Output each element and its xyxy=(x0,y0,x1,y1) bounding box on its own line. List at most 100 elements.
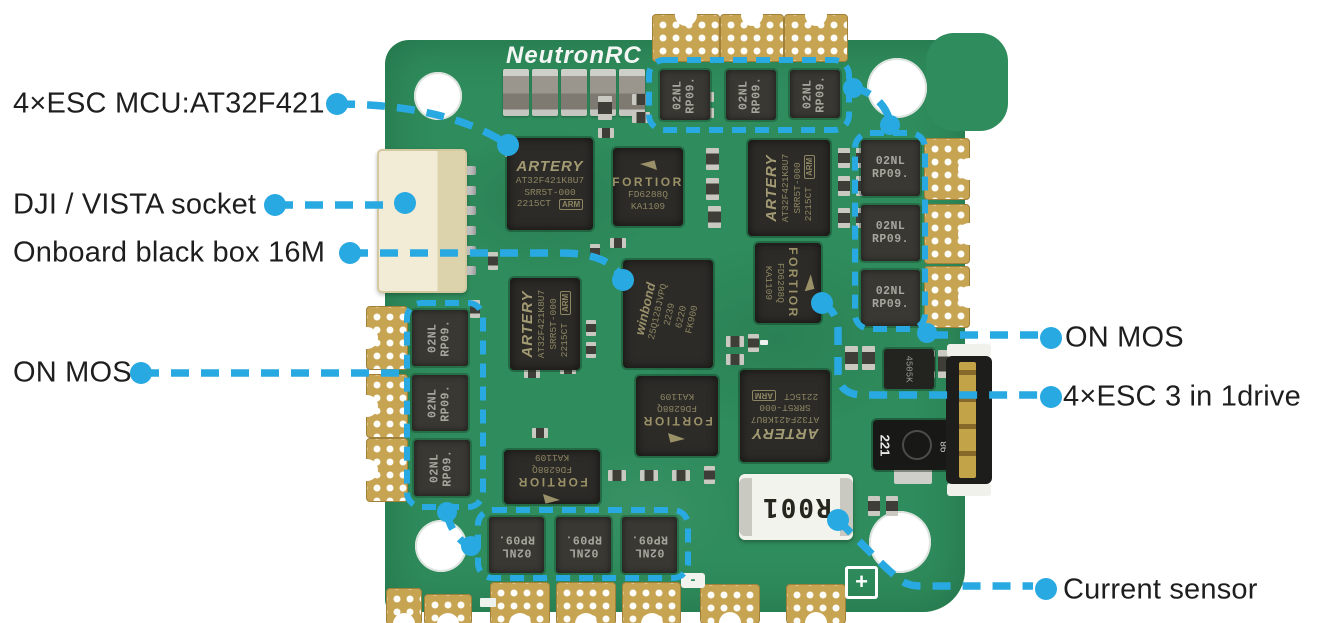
smd-passive xyxy=(704,466,715,484)
mosfet-marking-1: 02NL xyxy=(875,219,906,233)
capacitor xyxy=(619,69,645,116)
pad-notch xyxy=(437,613,459,623)
chip-part-number: FD6288Q xyxy=(532,464,572,476)
smd-passive xyxy=(608,470,626,481)
smd-passive xyxy=(838,176,850,196)
smd-passive xyxy=(706,178,719,200)
smd-passive xyxy=(726,336,744,347)
fortior-logo: FORTIOR xyxy=(516,475,588,490)
smd-passive xyxy=(708,206,721,228)
solder-pad xyxy=(924,138,980,200)
capacitor xyxy=(503,69,529,116)
pcb-corner-ear xyxy=(926,33,1008,131)
smd-passive xyxy=(748,334,759,352)
chip-part-number: FD6288Q xyxy=(775,263,787,303)
capacitor xyxy=(532,69,558,116)
mosfet-marking-2: RP09. xyxy=(871,298,909,311)
pad-notch xyxy=(805,612,827,623)
mounting-hole-top-left xyxy=(414,72,462,120)
pad-notch xyxy=(356,459,378,481)
artery-logo: ARTERY xyxy=(516,157,584,175)
solder-pad xyxy=(490,582,550,623)
mounting-hole-bottom-left xyxy=(415,520,467,572)
solder-pad xyxy=(356,438,408,502)
smd-passive xyxy=(632,94,650,105)
solder-pad xyxy=(424,594,472,623)
connector-tab-bottom xyxy=(947,483,991,496)
smd-passive xyxy=(488,252,498,270)
pad-notch xyxy=(509,613,531,623)
diode-solder-tab xyxy=(894,468,932,484)
mosfet-marking-2: RP09. xyxy=(497,532,535,545)
smd-passive xyxy=(838,208,850,228)
arm-badge: ARM xyxy=(804,154,816,179)
edge-connector xyxy=(946,356,992,484)
chip-date-code: 2215CT xyxy=(784,390,819,402)
capacitor xyxy=(561,69,587,116)
silkscreen-mark xyxy=(480,598,496,607)
smd-passive xyxy=(706,148,719,170)
current-shunt-resistor: R001 xyxy=(739,474,853,540)
dot-on-mos-right-label xyxy=(1040,327,1062,349)
fortior-falcon-icon xyxy=(801,274,816,292)
artery-logo: ARTERY xyxy=(751,425,819,443)
solder-pad xyxy=(386,588,422,623)
chip-date-row: 2215CT ARM xyxy=(751,389,819,402)
pad-notch xyxy=(805,4,827,26)
mosfet-marking-2: RP09. xyxy=(871,168,909,181)
mosfet-marking-2: RP09. xyxy=(871,233,909,246)
label-dji-socket: DJI / VISTA socket xyxy=(13,188,257,221)
dot-dji-label xyxy=(264,194,286,216)
chip-part-number: FD6288Q xyxy=(628,188,668,200)
mosfet-marking-1: 02NL xyxy=(634,545,665,559)
mounting-hole-bottom-right xyxy=(869,511,931,573)
dot-on-mos-left-label xyxy=(130,362,152,384)
mosfet-marking-1: 02NL xyxy=(875,284,906,298)
smd-passive xyxy=(672,470,690,481)
dot-esc-mcu-label xyxy=(326,93,348,115)
arm-badge: ARM xyxy=(559,199,584,211)
regulator-marking: 4505K xyxy=(903,355,914,383)
mosfet-marking-1: 02NL xyxy=(737,80,751,110)
solder-pad xyxy=(924,266,980,328)
chip-part-number: FD6288Q xyxy=(657,403,697,415)
solder-pad xyxy=(786,584,846,623)
chip-lot-code: SRR5T-000 xyxy=(759,402,811,414)
solder-pad xyxy=(652,4,720,62)
mosfet-marking-1: 02NL xyxy=(801,79,815,109)
mosfet-marking-2: RP09. xyxy=(684,76,698,114)
mosfet-marking-1: 02NL xyxy=(875,154,906,168)
mosfet-marking-2: RP09. xyxy=(814,75,828,113)
chip-part-number: AT32F421K8U7 xyxy=(750,414,820,426)
arm-badge: ARM xyxy=(751,389,776,401)
mounting-hole-top-right xyxy=(867,58,927,118)
dot-current-sensor-label xyxy=(1035,578,1057,600)
regulator-chip: 4505K xyxy=(884,349,934,389)
mosfet-marking-1: 02NL xyxy=(428,453,442,483)
solder-pad xyxy=(700,584,760,623)
dji-vista-socket xyxy=(377,149,467,293)
smd-passive xyxy=(838,148,850,168)
